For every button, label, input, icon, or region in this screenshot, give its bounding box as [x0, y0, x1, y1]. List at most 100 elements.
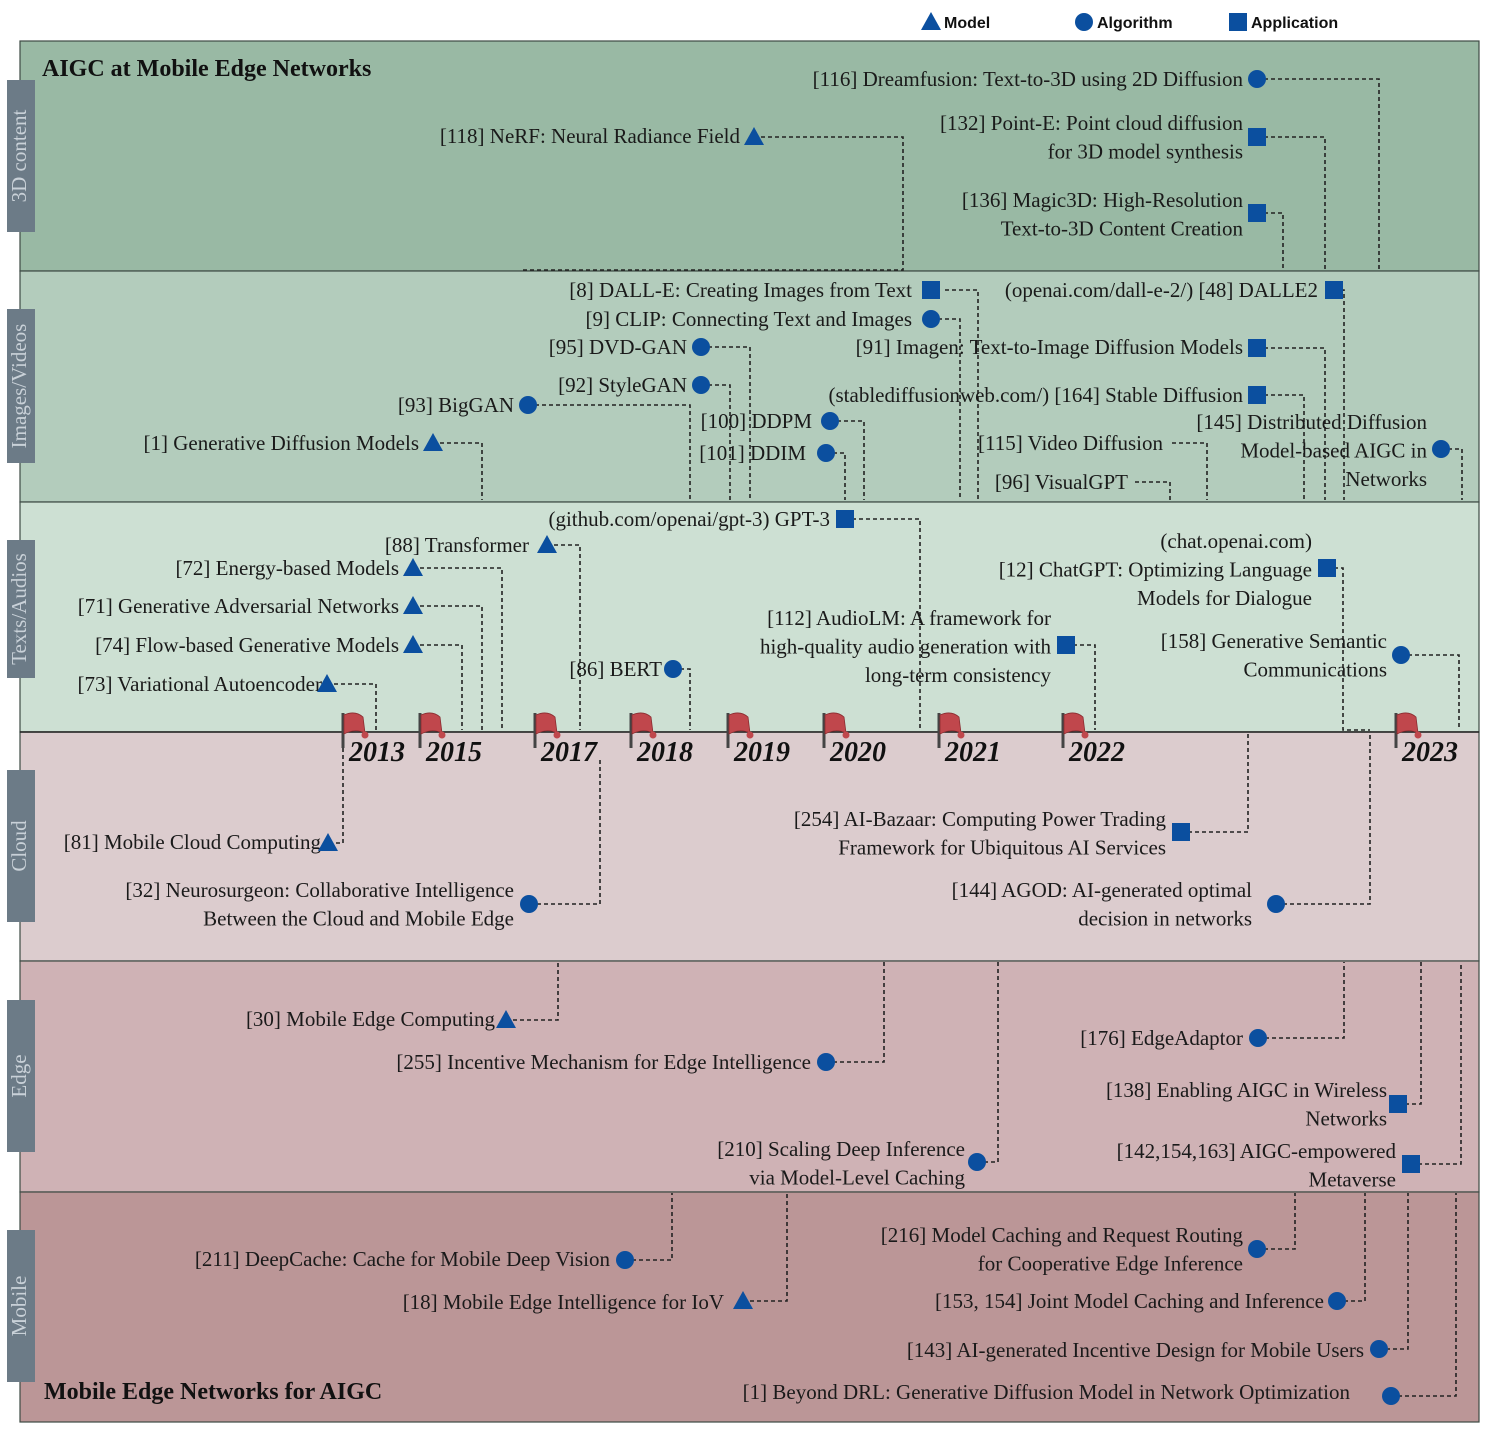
circle-marker-icon	[1267, 895, 1285, 913]
reference-item-label: [255] Incentive Mechanism for Edge Intel…	[396, 1050, 811, 1074]
reference-item-label: [93] BigGAN	[398, 393, 514, 417]
reference-item-label: [91] Imagen: Text-to-Image Diffusion Mod…	[856, 335, 1243, 359]
triangle-marker-icon	[423, 433, 443, 451]
reference-item: (stablediffusionweb.com/) [164] Stable D…	[829, 383, 1266, 407]
reference-item: (chat.openai.com)[12] ChatGPT: Optimizin…	[999, 529, 1336, 610]
category-bands: 3D contentImages/VideosTexts/AudiosCloud…	[7, 40, 1480, 1423]
square-marker-icon	[1172, 823, 1190, 841]
connector-line	[1066, 644, 1096, 730]
square-marker-icon	[1325, 281, 1343, 299]
reference-item-label: [81] Mobile Cloud Computing	[64, 830, 322, 854]
square-marker-icon	[1248, 204, 1266, 222]
reference-item-label: [86] BERT	[569, 657, 662, 681]
year-flag-2018: 2018	[629, 712, 693, 768]
reference-item: [211] DeepCache: Cache for Mobile Deep V…	[195, 1247, 634, 1271]
band-label-texts: Texts/Audios	[7, 553, 31, 665]
triangle-marker-icon	[403, 558, 423, 576]
reference-item: [18] Mobile Edge Intelligence for IoV	[403, 1290, 753, 1314]
square-marker-icon	[1389, 1095, 1407, 1113]
connector-line	[1276, 735, 1371, 905]
band-edge	[19, 960, 1480, 1193]
reference-item-label: [73] Variational Autoencoder	[77, 672, 322, 696]
reference-item-label: [211] DeepCache: Cache for Mobile Deep V…	[195, 1247, 611, 1271]
square-marker-icon	[922, 281, 940, 299]
triangle-legend-icon	[921, 12, 941, 30]
connector-line	[1135, 481, 1171, 500]
circle-marker-icon	[817, 1053, 835, 1071]
triangle-marker-icon	[537, 535, 557, 553]
connector-line	[826, 452, 846, 500]
reference-item: [71] Generative Adversarial Networks	[78, 594, 423, 618]
reference-item-label: [88] Transformer	[385, 533, 529, 557]
reference-item-label: [32] Neurosurgeon: Collaborative Intelli…	[125, 878, 514, 931]
connector-line	[701, 346, 751, 500]
reference-item-label: [72] Energy-based Models	[175, 556, 399, 580]
reference-item-label: [1] Beyond DRL: Generative Diffusion Mod…	[743, 1380, 1351, 1404]
reference-item-label: [92] StyleGAN	[558, 373, 687, 397]
year-flag-2022: 2022	[1061, 712, 1125, 768]
square-marker-icon	[1402, 1155, 1420, 1173]
reference-item: [115] Video Diffusion	[978, 431, 1164, 455]
legend-item-application: Application	[1229, 13, 1338, 32]
triangle-marker-icon	[733, 1291, 753, 1309]
band-label-images: Images/Videos	[7, 324, 31, 449]
band-3d	[19, 40, 1480, 272]
reference-item-label: [30] Mobile Edge Computing	[246, 1007, 496, 1031]
top-title: AIGC at Mobile Edge Networks	[42, 56, 371, 82]
connector-line	[1258, 962, 1345, 1039]
circle-marker-icon	[817, 444, 835, 462]
year-flag-2019: 2019	[726, 712, 790, 768]
reference-item: [74] Flow-based Generative Models	[95, 633, 423, 657]
square-marker-icon	[836, 510, 854, 528]
circle-marker-icon	[616, 1251, 634, 1269]
circle-marker-icon	[520, 895, 538, 913]
circle-marker-icon	[1248, 1240, 1266, 1258]
year-flag-2015: 2015	[418, 712, 482, 768]
year-label-2023: 2023	[1401, 737, 1458, 768]
reference-item: [1] Beyond DRL: Generative Diffusion Mod…	[743, 1380, 1400, 1405]
circle-marker-icon	[1328, 1292, 1346, 1310]
connector-line	[529, 760, 601, 905]
band-tab-edge	[7, 1000, 35, 1152]
connector-line	[413, 605, 483, 730]
reference-item-label: [100] DDPM	[701, 409, 813, 433]
reference-item: [1] Generative Diffusion Models	[144, 431, 443, 455]
reference-item: [118] NeRF: Neural Radiance Field	[440, 124, 764, 148]
reference-item: [96] VisualGPT	[995, 470, 1128, 494]
reference-item: [8] DALL-E: Creating Images from Text	[569, 278, 940, 302]
circle-marker-icon	[1248, 70, 1266, 88]
connector-line	[506, 962, 559, 1021]
reference-item: [93] BigGAN	[398, 393, 537, 417]
reference-item-label: [115] Video Diffusion	[978, 431, 1164, 455]
circle-marker-icon	[968, 1153, 986, 1171]
reference-item-label: [1] Generative Diffusion Models	[144, 431, 419, 455]
reference-item: [32] Neurosurgeon: Collaborative Intelli…	[125, 878, 538, 931]
triangle-marker-icon	[317, 674, 337, 692]
connector-line	[845, 518, 921, 730]
connector-line	[1172, 442, 1208, 500]
circle-marker-icon	[1432, 440, 1450, 458]
connector-line	[673, 668, 691, 730]
connector-line	[413, 644, 463, 730]
reference-item-label: [143] AI-generated Incentive Design for …	[907, 1338, 1364, 1362]
reference-item: [86] BERT	[569, 657, 682, 681]
square-marker-icon	[1248, 339, 1266, 357]
reference-item: [72] Energy-based Models	[175, 556, 423, 580]
reference-item-label: [71] Generative Adversarial Networks	[78, 594, 399, 618]
band-tab-images	[7, 309, 35, 463]
reference-item-label: (github.com/openai/gpt-3) GPT-3	[548, 507, 830, 531]
reference-item-label: (stablediffusionweb.com/) [164] Stable D…	[829, 383, 1244, 407]
connector-line	[1379, 1193, 1409, 1350]
year-label-2022: 2022	[1068, 737, 1125, 768]
triangle-marker-icon	[318, 833, 338, 851]
